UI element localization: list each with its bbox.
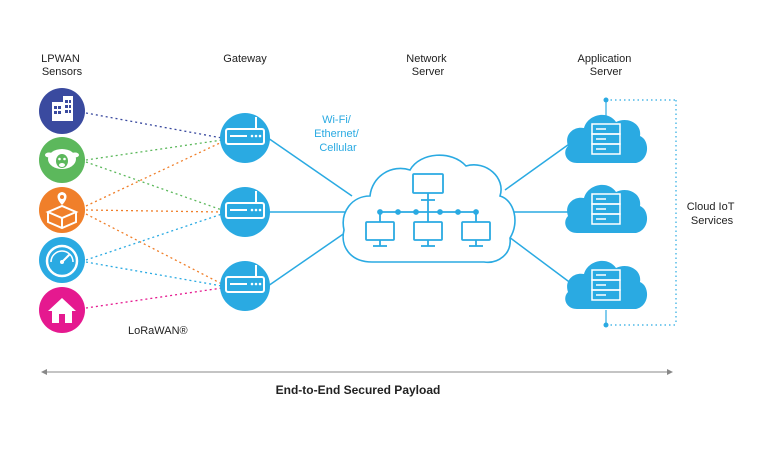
link-sheep-gw1 [85,139,223,161]
server-rack-icon [591,123,621,155]
link-network-app1 [504,141,573,191]
monitor-icon-right [461,221,491,247]
link-network-app3 [504,233,573,285]
sheep-icon [45,149,79,169]
link-gw1-network [267,137,353,197]
sensors-column-title: LPWAN Sensors [41,53,83,78]
network-application-links [504,141,573,285]
end-to-end-label: End-to-End Secured Payload [276,383,441,397]
sensor-building [39,88,85,134]
gateway-network-links [267,137,353,287]
gateway-column-title: Gateway [223,53,267,65]
gateway-2 [220,187,270,237]
building-icon [52,96,73,121]
link-home-gw3 [85,287,223,309]
gauge-icon [45,244,79,278]
server-rack-icon [591,269,621,301]
application-server-cloud-2 [565,184,648,233]
network-server-column-title: Network Server [406,53,449,78]
link-package-gw2 [85,209,223,213]
application-server-cloud-1 [565,114,648,163]
sensor-sheep [39,137,85,183]
connectivity-label: Wi-Fi/ Ethernet/ Cellular [314,114,362,154]
link-gauge-gw2 [85,213,223,261]
application-server-column-title: Application Server [578,53,635,78]
sensor-home [39,287,85,333]
package-location-icon [45,192,79,230]
gateway-1 [220,113,270,163]
server-rack-icon [591,193,621,225]
link-building-gw1 [85,112,223,139]
application-server-cloud-3 [565,260,648,309]
cloud-outline [342,154,516,263]
network-tree-lines [377,200,479,222]
cloud-services-label: Cloud IoT Services [687,201,738,227]
sensor-gauge [39,237,85,283]
link-gauge-gw3 [85,261,223,287]
link-gw3-network [267,227,353,287]
home-icon [48,298,76,323]
monitor-icon-center [413,221,443,247]
link-package-gw3 [85,213,223,285]
link-package-gw1 [85,141,223,207]
gateway-3 [220,261,270,311]
network-server-cloud [342,154,516,263]
monitor-icon-left [365,221,395,247]
lorawan-label: LoRaWAN® [128,325,188,337]
link-sheep-gw2 [85,161,223,211]
cloud-services-bracket [606,99,677,326]
sensor-package [39,187,85,233]
sensor-gateway-links [85,112,223,309]
